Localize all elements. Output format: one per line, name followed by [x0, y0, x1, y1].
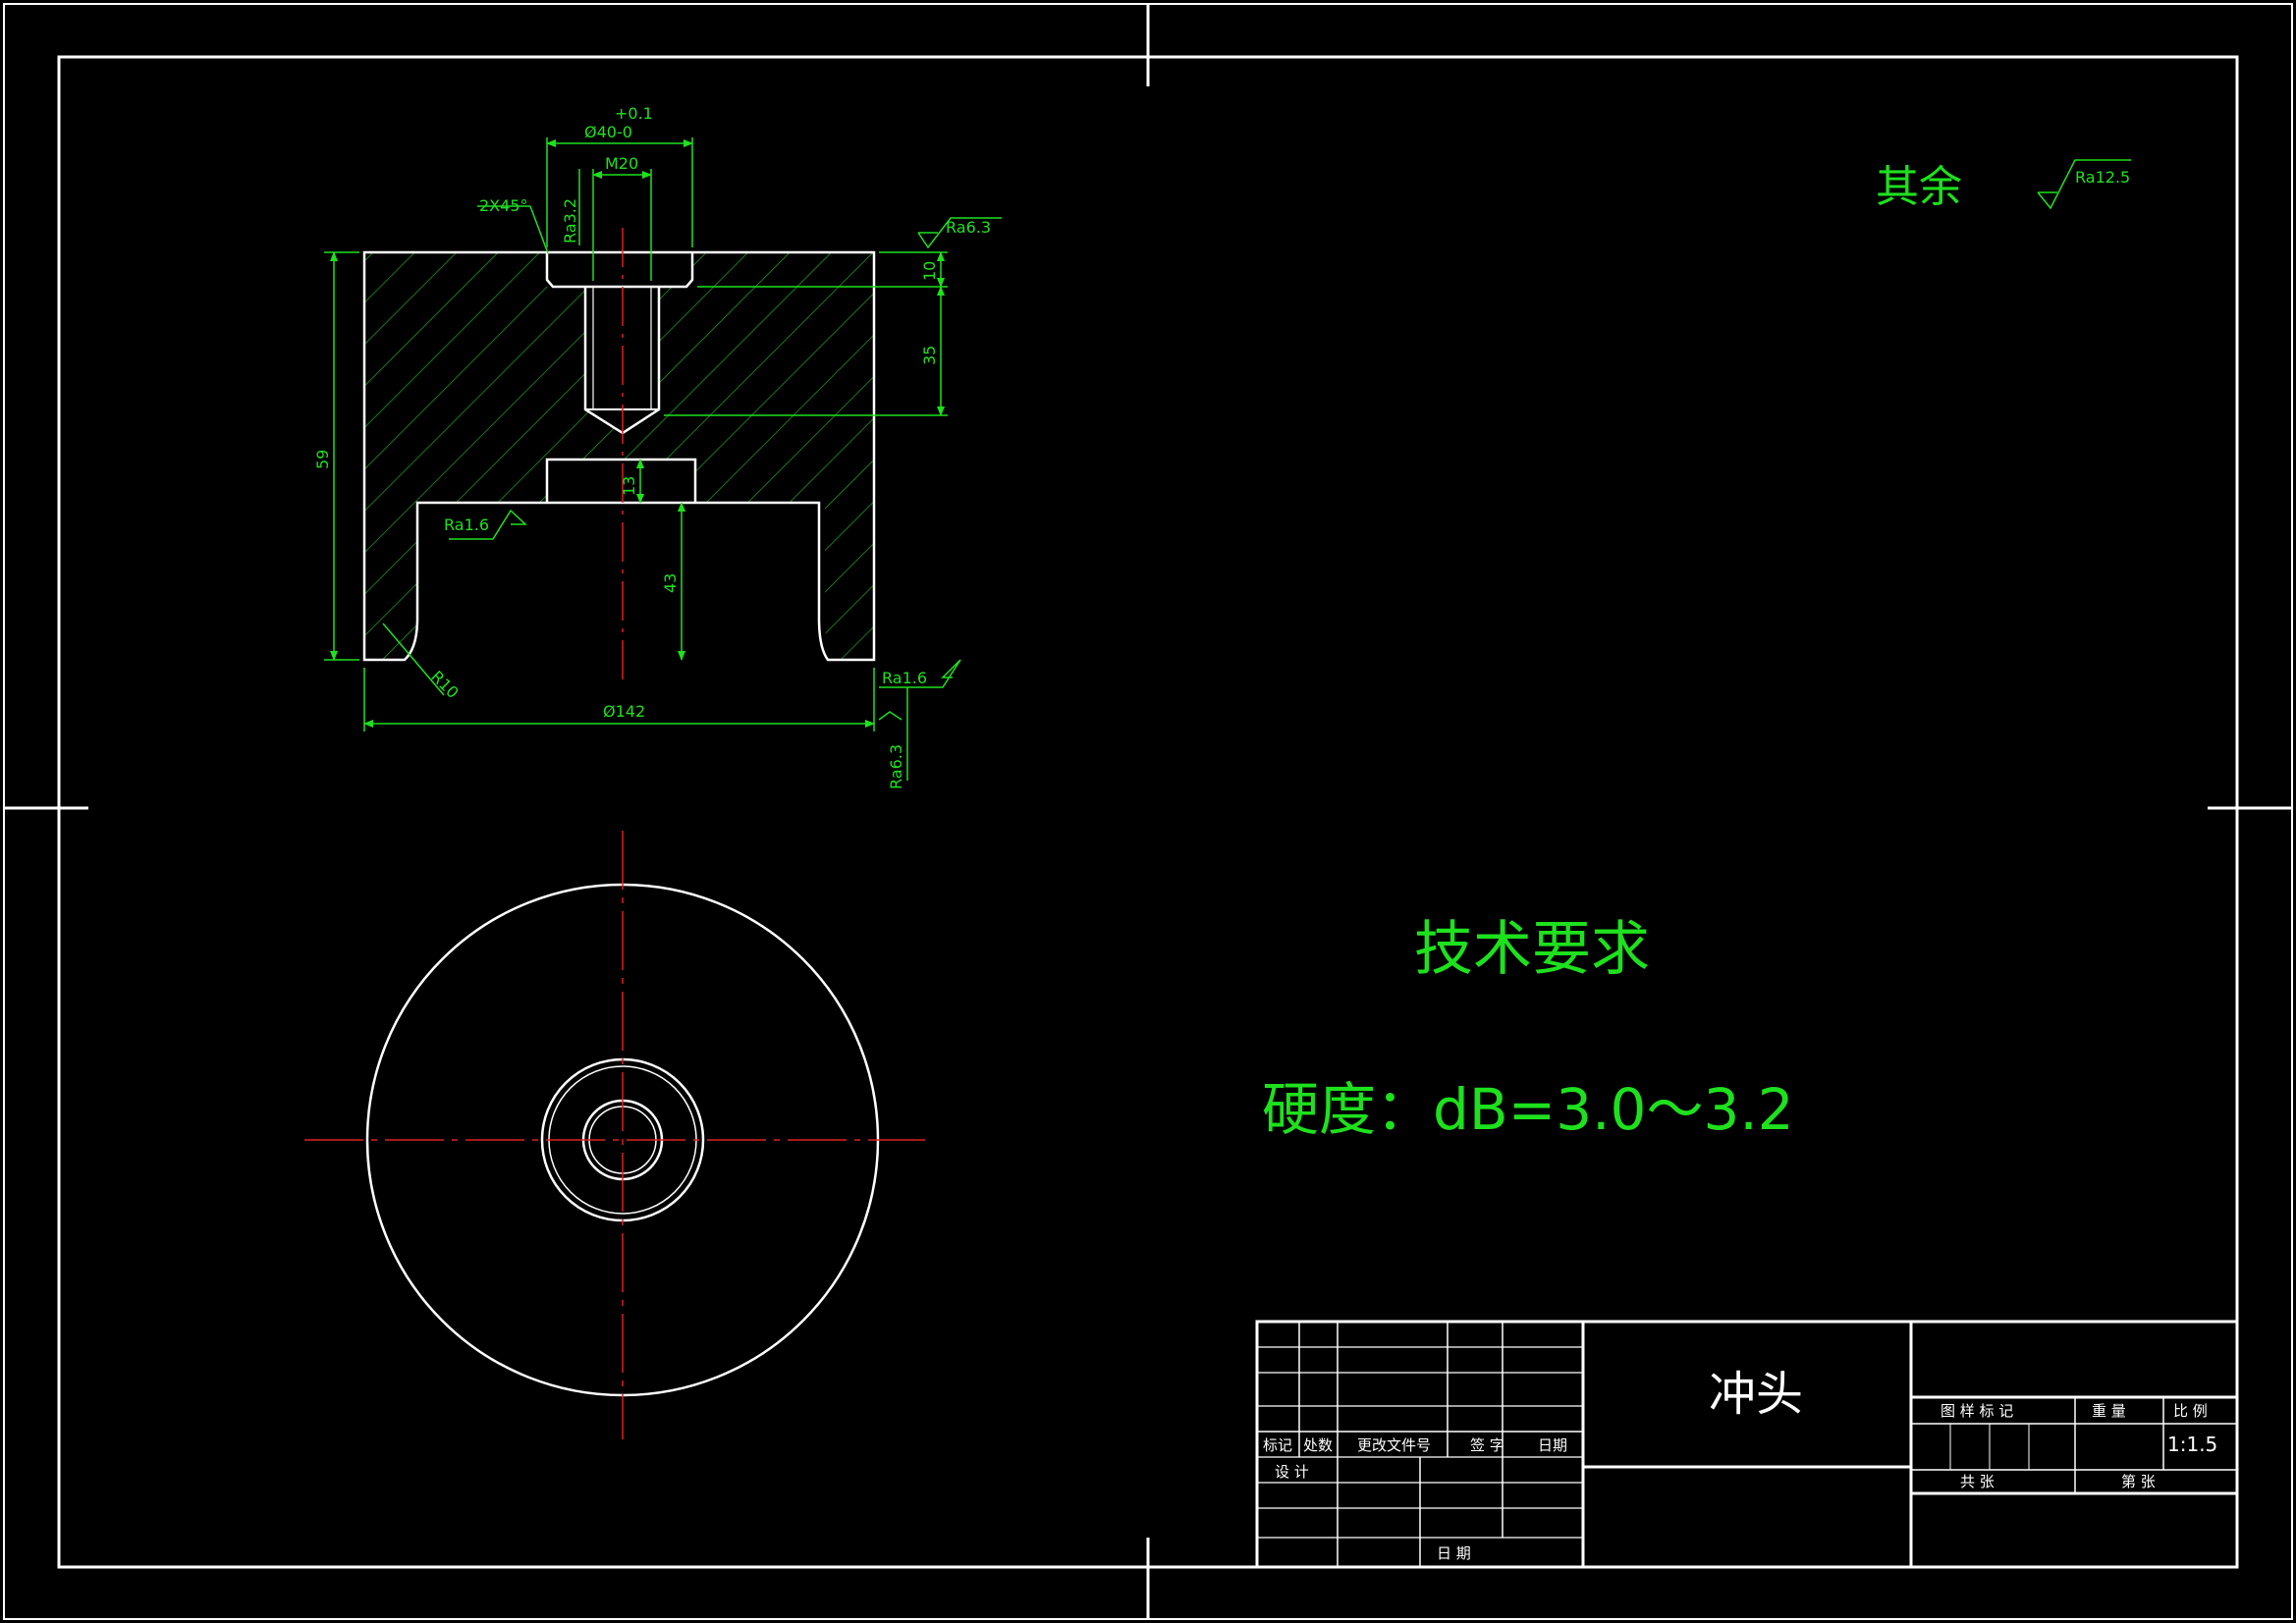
tb-date: 日期 — [1538, 1436, 1567, 1454]
tech-req-title: 技术要求 — [1414, 915, 1650, 984]
bore-diameter: Ø40-0 — [584, 123, 632, 141]
tb-sheet-no: 第 张 — [2121, 1473, 2156, 1490]
title-block-text: 冲头 标记 处数 更改文件号 签 字 日期 设 计 日 期 图 样 标 记 重 … — [1263, 1367, 2217, 1562]
tb-scale-value: 1:1.5 — [2167, 1433, 2217, 1456]
dimension-texts: +0.1 Ø40-0 M20 2X45° Ra3.2 Ra6.3 10 35 5… — [313, 104, 2130, 789]
roughness-ra32: Ra3.2 — [561, 198, 579, 243]
other-surfaces-roughness: Ra12.5 — [2075, 168, 2130, 187]
height-59: 59 — [313, 450, 332, 469]
tb-signature: 签 字 — [1470, 1436, 1504, 1454]
thread-size: M20 — [605, 154, 638, 173]
tb-weight: 重 量 — [2092, 1402, 2126, 1420]
dimension-lines — [324, 137, 2131, 781]
section-view — [362, 228, 876, 687]
tb-count: 处数 — [1303, 1436, 1333, 1454]
tb-design: 设 计 — [1275, 1463, 1309, 1481]
radius-r10: R10 — [427, 667, 463, 702]
section-hatch — [364, 252, 874, 660]
other-surfaces-label: 其余 — [1876, 162, 1962, 212]
height-13: 13 — [620, 476, 638, 496]
sheet-frame — [3, 3, 2293, 1620]
roughness-ra63-top: Ra6.3 — [946, 218, 991, 237]
technical-requirements: 技术要求 硬度：dB=3.0～3.2 — [1262, 915, 1794, 1143]
outer-diameter: Ø142 — [603, 702, 645, 721]
plan-view — [304, 831, 925, 1439]
hardness-spec: 硬度：dB=3.0～3.2 — [1262, 1076, 1794, 1143]
roughness-ra63-side: Ra6.3 — [887, 744, 905, 789]
tb-drawing-mark: 图 样 标 记 — [1941, 1402, 2013, 1420]
depth-10: 10 — [920, 261, 939, 281]
tb-total-sheets: 共 张 — [1960, 1473, 1995, 1490]
tb-scale-label: 比 例 — [2173, 1402, 2208, 1420]
height-43: 43 — [661, 573, 680, 593]
chamfer-label: 2X45° — [479, 196, 528, 215]
roughness-ra16-bottom: Ra1.6 — [882, 669, 927, 687]
part-name: 冲头 — [1709, 1367, 1803, 1422]
title-block — [1255, 1320, 2239, 1569]
bore-tolerance: +0.1 — [615, 104, 653, 123]
tb-change-doc: 更改文件号 — [1357, 1436, 1431, 1454]
tb-date2: 日 期 — [1437, 1544, 1471, 1562]
depth-35: 35 — [920, 346, 939, 365]
tb-mark: 标记 — [1263, 1436, 1292, 1454]
roughness-ra16-inner: Ra1.6 — [444, 515, 489, 534]
